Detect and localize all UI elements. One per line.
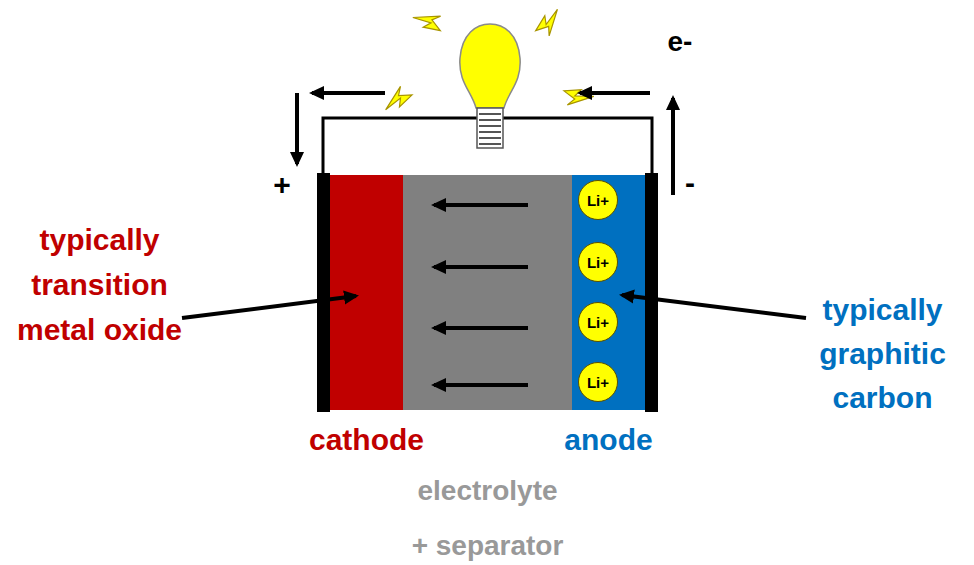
callout-note: typically transition metal oxide [12,217,187,352]
electron-label: e- [668,28,693,56]
layer-label: cathode [267,420,467,460]
light-ray [560,84,595,112]
leader-line [622,295,806,318]
light-ray [532,8,567,41]
terminal-sign: - [685,168,695,198]
layer-label: anode [509,420,709,460]
anode-layer: anodeLi+Li+Li+Li+ [572,175,645,410]
ion-flow-arrow [434,383,528,387]
lithium-ion: Li+ [578,242,618,282]
ion-flow-arrow [434,326,528,330]
current-collector [645,173,658,412]
ion-label: Li+ [587,193,609,208]
lithium-ion: Li+ [578,180,618,220]
light-ray [412,4,447,37]
light-ray [380,84,415,112]
current-collector [317,173,330,412]
cathode-layer: cathode [330,175,403,410]
light-bulb [460,24,520,148]
callout-note: typically graphitic carbon [795,288,970,420]
ion-label: Li+ [587,315,609,330]
leader-line [182,296,356,318]
ion-label: Li+ [587,375,609,390]
ion-flow-arrow [434,203,528,207]
lithium-ion: Li+ [578,302,618,342]
electron-arrow [671,98,675,195]
layer-label: electrolyte + separator [409,463,567,565]
electrolyte-layer: electrolyte + separator [403,175,572,410]
terminal-sign: + [273,170,291,200]
lithium-ion: Li+ [578,362,618,402]
electron-arrow [295,93,299,164]
electron-arrow [580,91,650,95]
light-rays [380,4,595,113]
ion-label: Li+ [587,255,609,270]
electron-arrow [312,91,385,95]
ion-flow-arrow [434,265,528,269]
